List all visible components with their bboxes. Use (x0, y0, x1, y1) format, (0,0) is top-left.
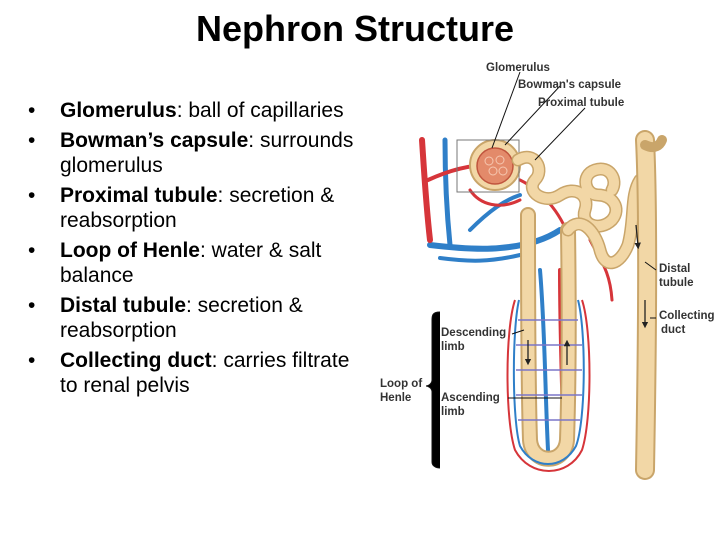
slide-title: Nephron Structure (195, 8, 515, 49)
bullet-term: Loop of Henle (60, 239, 200, 262)
bullet-term: Glomerulus (60, 99, 177, 122)
nephron-diagram: Glomerulus Bowman's capsule Proximal tub… (380, 62, 715, 480)
bullet-term: Bowman’s capsule (60, 129, 249, 152)
bullet-icon: • (28, 349, 36, 372)
leader-lines (425, 71, 657, 469)
vasa-recta (506, 299, 591, 472)
flow-arrows (524, 224, 649, 366)
bullet-icon: • (28, 99, 36, 122)
collecting-duct-label-line2: duct (661, 324, 685, 336)
ascending-limb-label-line2: limb (441, 406, 465, 418)
loop-of-henle-label: Loop of (380, 378, 422, 390)
distal-tubule-label-line2: tubule (659, 277, 694, 289)
bullet-item: • Bowman’s capsule: surrounds glomerulus (28, 128, 358, 178)
bullet-item: • Loop of Henle: water & salt balance (28, 238, 358, 288)
proximal-tubule-label: Proximal tubule (538, 97, 624, 109)
bowmans-capsule-label: Bowman's capsule (518, 79, 621, 91)
bullet-item: • Glomerulus: ball of capillaries (28, 98, 358, 123)
bullet-desc: : surrounds glomerulus (60, 129, 354, 177)
glomerulus-label: Glomerulus (486, 62, 550, 74)
bullet-item: • Proximal tubule: secretion & reabsorpti… (28, 183, 358, 233)
collecting-duct-shape (635, 130, 667, 480)
glomerulus-shape (476, 147, 514, 185)
bullet-icon: • (28, 239, 36, 262)
descending-limb-label-line2: limb (441, 341, 465, 353)
ascending-limb-label: Ascending (441, 392, 500, 404)
bullet-list: • Glomerulus: ball of capillaries • Bowman… (28, 98, 358, 403)
bullet-desc: : secretion & reabsorption (60, 184, 335, 232)
bullet-desc: : carries filtrate to renal pelvis (60, 349, 350, 397)
distal-tubule-label: Distal (659, 263, 690, 275)
descending-limb-label: Descending (441, 327, 506, 339)
collecting-duct-label: Collecting (659, 310, 715, 322)
bullet-term: Collecting duct (60, 349, 212, 372)
distal-tubule-shape (561, 173, 647, 269)
bullet-item: • Collecting duct: carries filtrate to re… (28, 348, 358, 398)
bullet-item: • Distal tubule: secretion & reabsorption (28, 293, 358, 343)
bullet-desc: : ball of capillaries (176, 99, 344, 122)
bullet-desc: : secretion & reabsorption (60, 294, 303, 342)
vein-network (427, 137, 563, 452)
bullet-icon: • (28, 184, 36, 207)
bullet-desc: : water & salt balance (60, 239, 322, 287)
bullet-term: Proximal tubule (60, 184, 218, 207)
loop-of-henle-label-line2: Henle (380, 392, 411, 404)
bullet-icon: • (28, 294, 36, 317)
bullet-icon: • (28, 129, 36, 152)
bullet-term: Distal tubule (60, 294, 187, 317)
loop-of-henle-shape (520, 207, 577, 467)
